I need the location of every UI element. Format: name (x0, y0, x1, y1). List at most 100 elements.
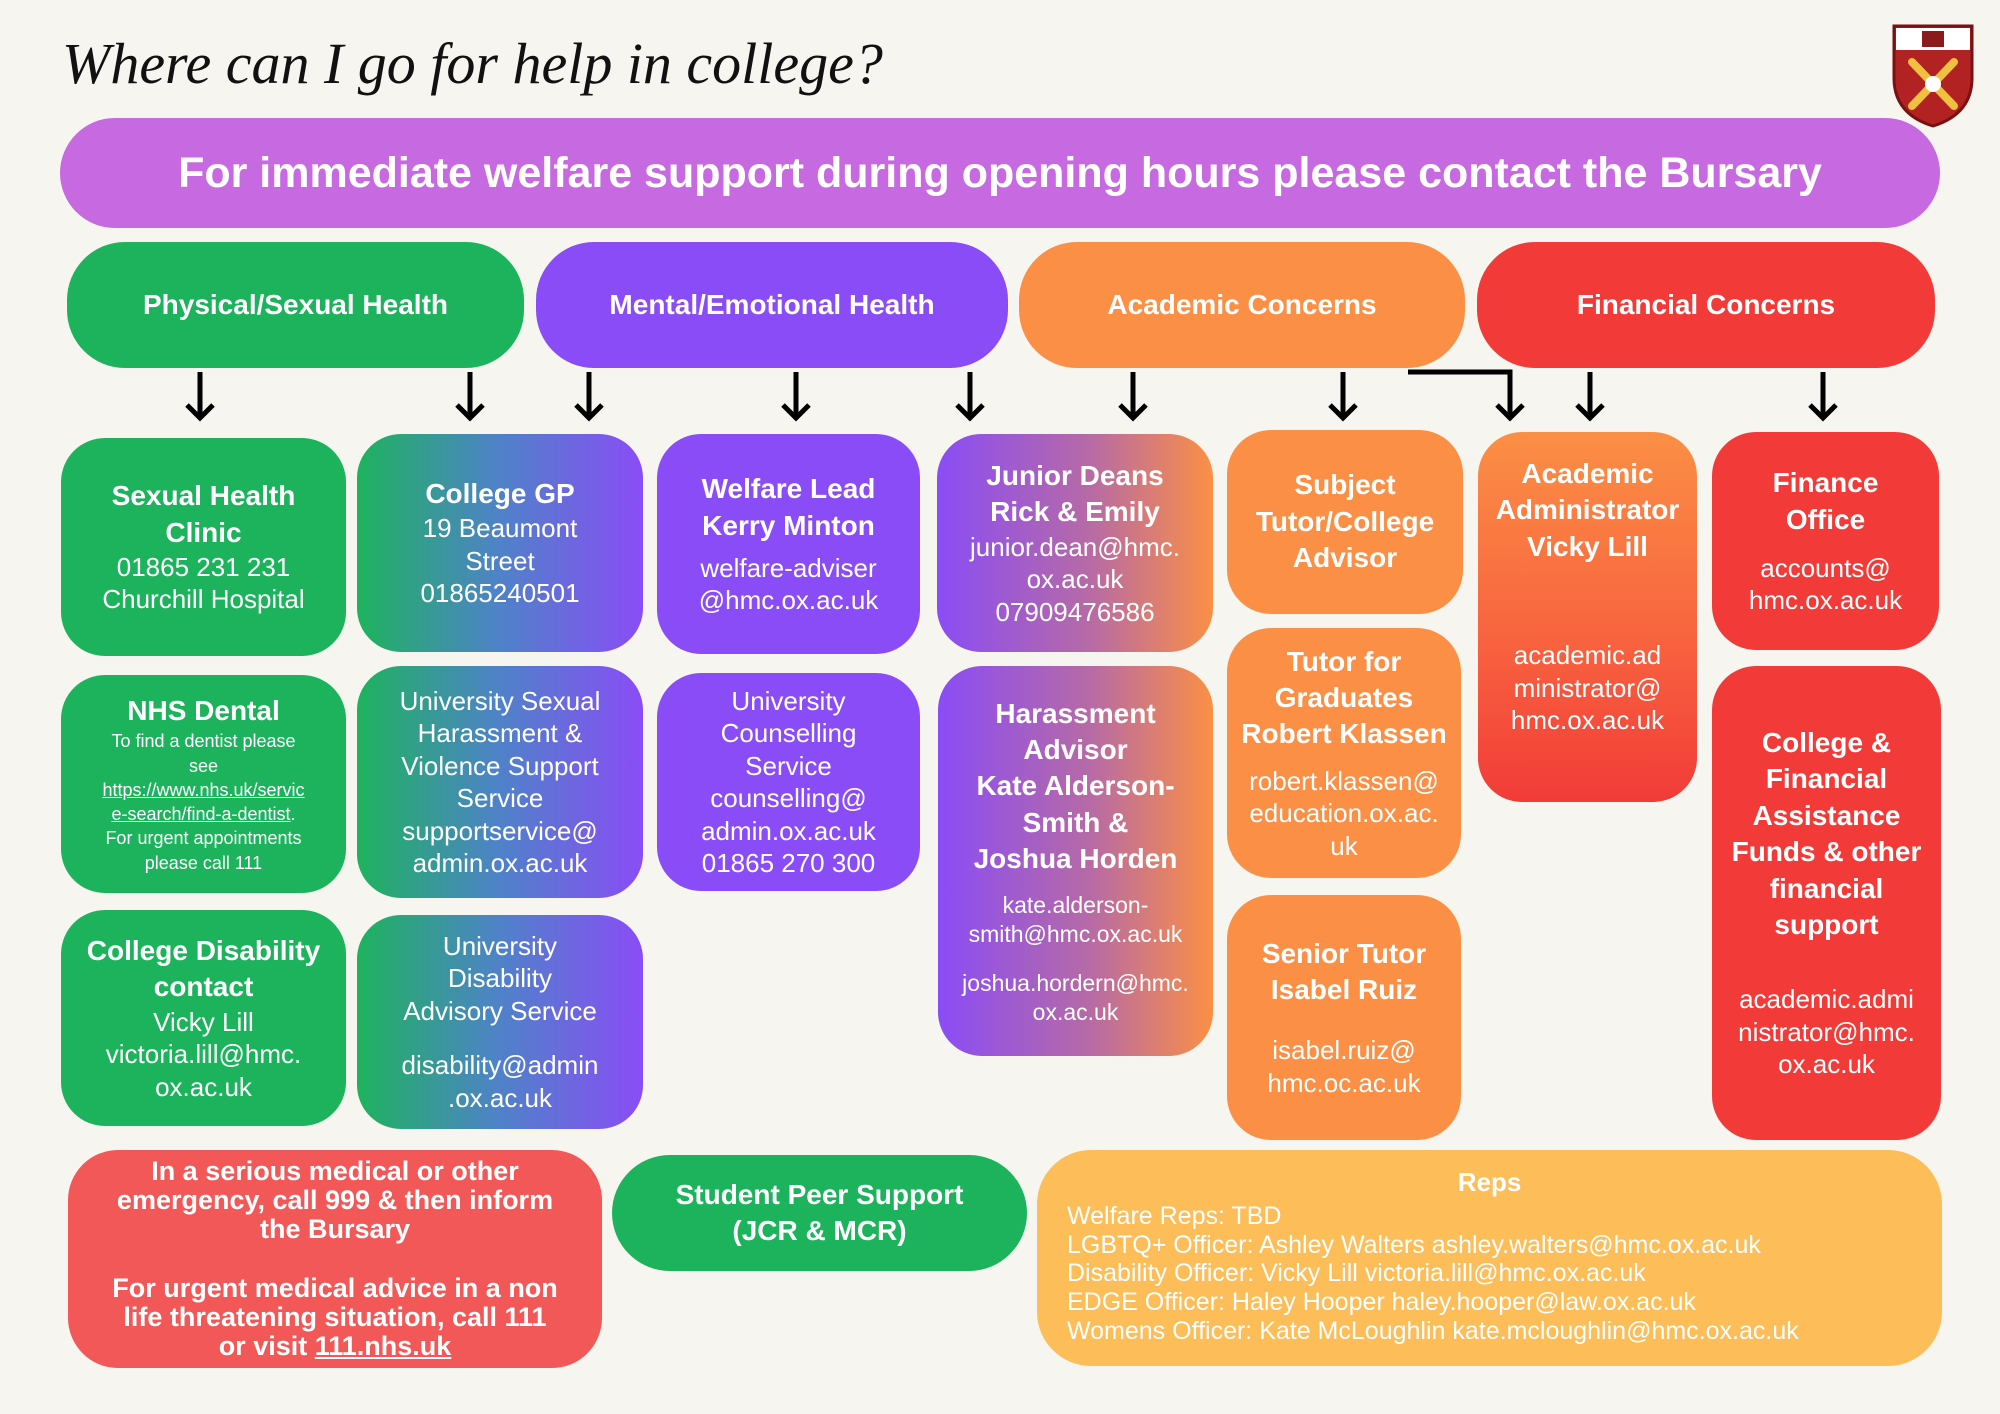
card-title: College GP (425, 478, 575, 510)
email: @hmc.ox.ac.uk (698, 585, 879, 616)
email: supportservice@ (402, 815, 598, 846)
email: academic.ad (1513, 640, 1662, 671)
info-text: For urgent appointments (105, 828, 302, 849)
find-a-dentist-link[interactable]: https://www.nhs.uk/servic (102, 779, 305, 800)
tutor-for-graduates-card: Tutor for Graduates Robert Klassen rober… (1227, 628, 1461, 878)
card-title: Graduates (1274, 682, 1414, 714)
email: kate.alderson- (1002, 892, 1149, 919)
emergency-text: or visit (218, 1331, 315, 1362)
emergency-text: life threatening situation, call 111 (123, 1302, 547, 1333)
reps-title: Reps (1457, 1167, 1522, 1197)
card-title: Joshua Horden (973, 843, 1178, 875)
page-title: Where can I go for help in college? (62, 31, 883, 96)
email: admin.ox.ac.uk (412, 848, 588, 878)
card-title: Tutor/College (1255, 505, 1435, 537)
email: .ox.ac.uk (447, 1082, 553, 1113)
card-title: NHS Dental (127, 694, 280, 726)
junior-deans-card: Junior Deans Rick & Emily junior.dean@hm… (937, 434, 1213, 652)
info-text: see (188, 755, 219, 776)
email: uk (1330, 830, 1358, 861)
card-title: Disability (447, 963, 553, 994)
address-line: 19 Beaumont (422, 513, 578, 544)
card-title: Isabel Ruiz (1270, 974, 1418, 1005)
email: ox.ac.uk (1032, 998, 1119, 1025)
card-title: Harassment (995, 697, 1156, 729)
card-title: University Sexual (399, 685, 601, 716)
email: counselling@ (710, 783, 867, 813)
emergency-info-card: In a serious medical or other emergency,… (68, 1150, 602, 1368)
email: nistrator@hmc. (1738, 1016, 1915, 1047)
welfare-lead-card: Welfare Lead Kerry Minton welfare-advise… (657, 434, 920, 654)
card-title: Funds & other (1731, 836, 1922, 868)
emergency-text: In a serious medical or other (151, 1155, 519, 1186)
nhs-111-link[interactable]: 111.nhs.uk (314, 1331, 452, 1362)
harassment-advisor-card: Harassment Advisor Kate Alderson- Smith … (938, 666, 1213, 1056)
info-text: . (290, 804, 296, 825)
email: welfare-adviser (700, 552, 877, 583)
card-title: Sexual Health Clinic (111, 480, 296, 548)
email: joshua.hordern@hmc. (962, 969, 1189, 996)
card-title: College Disability (86, 934, 321, 966)
email: ox.ac.uk (1778, 1049, 1875, 1080)
card-title: Violence Support (401, 750, 599, 781)
card-title: Kerry Minton (702, 509, 875, 541)
card-title: University (731, 685, 846, 716)
card-title: Service (456, 783, 544, 813)
card-title: Advisor (1023, 733, 1128, 765)
card-title: Assistance (1752, 799, 1901, 831)
card-title: Academic (1521, 458, 1654, 489)
card-title: Vicky Lill (1527, 530, 1648, 562)
card-title: Junior Deans (986, 459, 1164, 491)
email: junior.dean@hmc. (970, 531, 1180, 562)
card-title: Subject (1294, 469, 1396, 501)
card-title: contact (153, 971, 254, 1003)
info-text: To find a dentist please (111, 731, 296, 752)
card-title: Finance (1772, 467, 1879, 499)
card-title: Kate Alderson- (976, 770, 1175, 802)
bursary-banner: For immediate welfare support during ope… (60, 118, 1940, 228)
email: ministrator@ (1513, 672, 1662, 703)
card-title: support (1774, 909, 1879, 941)
disability-officer-line: Disability Officer: Vicky Lill victoria.… (1067, 1259, 1646, 1288)
senior-tutor-card: Senior Tutor Isabel Ruiz isabel.ruiz@ hm… (1227, 895, 1461, 1140)
card-title: Smith & (1022, 806, 1129, 838)
category-academic-concerns: Academic Concerns (1019, 242, 1465, 368)
address-line: Street (465, 545, 535, 576)
edge-officer-line: EDGE Officer: Haley Hooper haley.hooper@… (1067, 1288, 1696, 1317)
phone-number: 01865240501 (420, 578, 580, 609)
phone-number: 07909476586 (995, 596, 1155, 627)
emergency-text: the Bursary (259, 1213, 411, 1244)
email: accounts@ (1760, 552, 1891, 583)
phone-number: 01865 270 300 (701, 848, 876, 878)
category-mental-emotional-health: Mental/Emotional Health (536, 242, 1008, 368)
card-title: Welfare Lead (701, 473, 876, 505)
womens-officer-line: Womens Officer: Kate McLoughlin kate.mcl… (1067, 1316, 1799, 1345)
card-title: financial (1769, 872, 1884, 904)
email: academic.admi (1739, 984, 1914, 1015)
email: admin.ox.ac.uk (701, 815, 876, 846)
card-title: Senior Tutor (1261, 937, 1427, 969)
card-title: Office (1785, 503, 1866, 535)
category-physical-sexual-health: Physical/Sexual Health (67, 242, 524, 368)
find-a-dentist-link[interactable]: e-search/find-a-dentist (111, 804, 291, 825)
card-title: Harassment & (417, 718, 583, 748)
email: smith@hmc.ox.ac.uk (968, 921, 1183, 948)
location: Churchill Hospital (102, 584, 305, 615)
nhs-dental-card: NHS Dental To find a dentist please see … (61, 675, 346, 893)
sexual-health-clinic-card: Sexual Health Clinic 01865 231 231 Churc… (61, 438, 346, 656)
financial-assistance-funds-card: College & Financial Assistance Funds & o… (1712, 666, 1941, 1140)
college-gp-card: College GP 19 Beaumont Street 0186524050… (357, 434, 643, 652)
email: ox.ac.uk (1026, 564, 1124, 595)
card-title: Advisory Service (403, 995, 597, 1026)
lgbtq-officer-line: LGBTQ+ Officer: Ashley Walters ashley.wa… (1067, 1230, 1761, 1259)
email: victoria.lill@hmc. (105, 1039, 302, 1070)
card-title: (JCR & MCR) (732, 1215, 907, 1246)
emergency-text: emergency, call 999 & then inform (116, 1184, 554, 1215)
college-crest-icon (1892, 24, 1974, 128)
card-title: College & (1761, 727, 1892, 759)
phone-number: 01865 231 231 (116, 551, 291, 582)
college-disability-contact-card: College Disability contact Vicky Lill vi… (61, 910, 346, 1126)
academic-administrator-card: Academic Administrator Vicky Lill academ… (1478, 432, 1697, 802)
card-title: Counselling (720, 718, 857, 748)
